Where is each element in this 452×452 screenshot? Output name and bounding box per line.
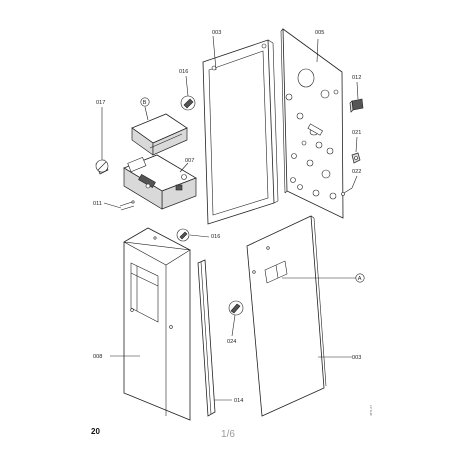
- page-indicator: 1/6: [221, 429, 235, 440]
- label-016-top: 016: [179, 69, 188, 75]
- side-code: 4871-07: [369, 405, 373, 416]
- back-plate-005: [280, 28, 344, 219]
- part-024: [228, 300, 244, 316]
- callout-circle-B: [140, 97, 150, 107]
- clip-012: [349, 98, 364, 113]
- label-016-mid: 016: [211, 234, 220, 240]
- nut-021: [351, 152, 361, 164]
- label-003-top: 003: [212, 30, 221, 36]
- label-017: 017: [96, 100, 105, 106]
- front-panel-003: [202, 39, 279, 225]
- callout-circle-A: [355, 273, 365, 283]
- label-A: A: [358, 276, 362, 282]
- label-005: 005: [315, 30, 324, 36]
- control-unit-007: [123, 154, 197, 210]
- label-B: B: [143, 100, 147, 106]
- seal-strip-014: [197, 259, 216, 417]
- label-012: 012: [352, 75, 361, 81]
- control-cover-B: [131, 113, 188, 156]
- part-017: [95, 159, 109, 175]
- leader-lines: [101, 35, 359, 401]
- label-008: 008: [93, 354, 102, 360]
- label-024: 024: [227, 339, 236, 345]
- label-007: 007: [185, 158, 194, 164]
- screws-011: [119, 200, 135, 211]
- label-022: 022: [352, 169, 361, 175]
- page-number: 20: [91, 427, 100, 436]
- part-016-mid: [176, 228, 190, 242]
- label-011: 011: [93, 201, 102, 207]
- part-016-top: [180, 95, 196, 111]
- screw-022: [341, 187, 353, 196]
- label-003-bottom: 003: [352, 355, 361, 361]
- housing-008: [123, 227, 191, 421]
- label-021: 021: [352, 130, 361, 136]
- cover-panel-003: [246, 215, 327, 417]
- label-014: 014: [234, 398, 243, 404]
